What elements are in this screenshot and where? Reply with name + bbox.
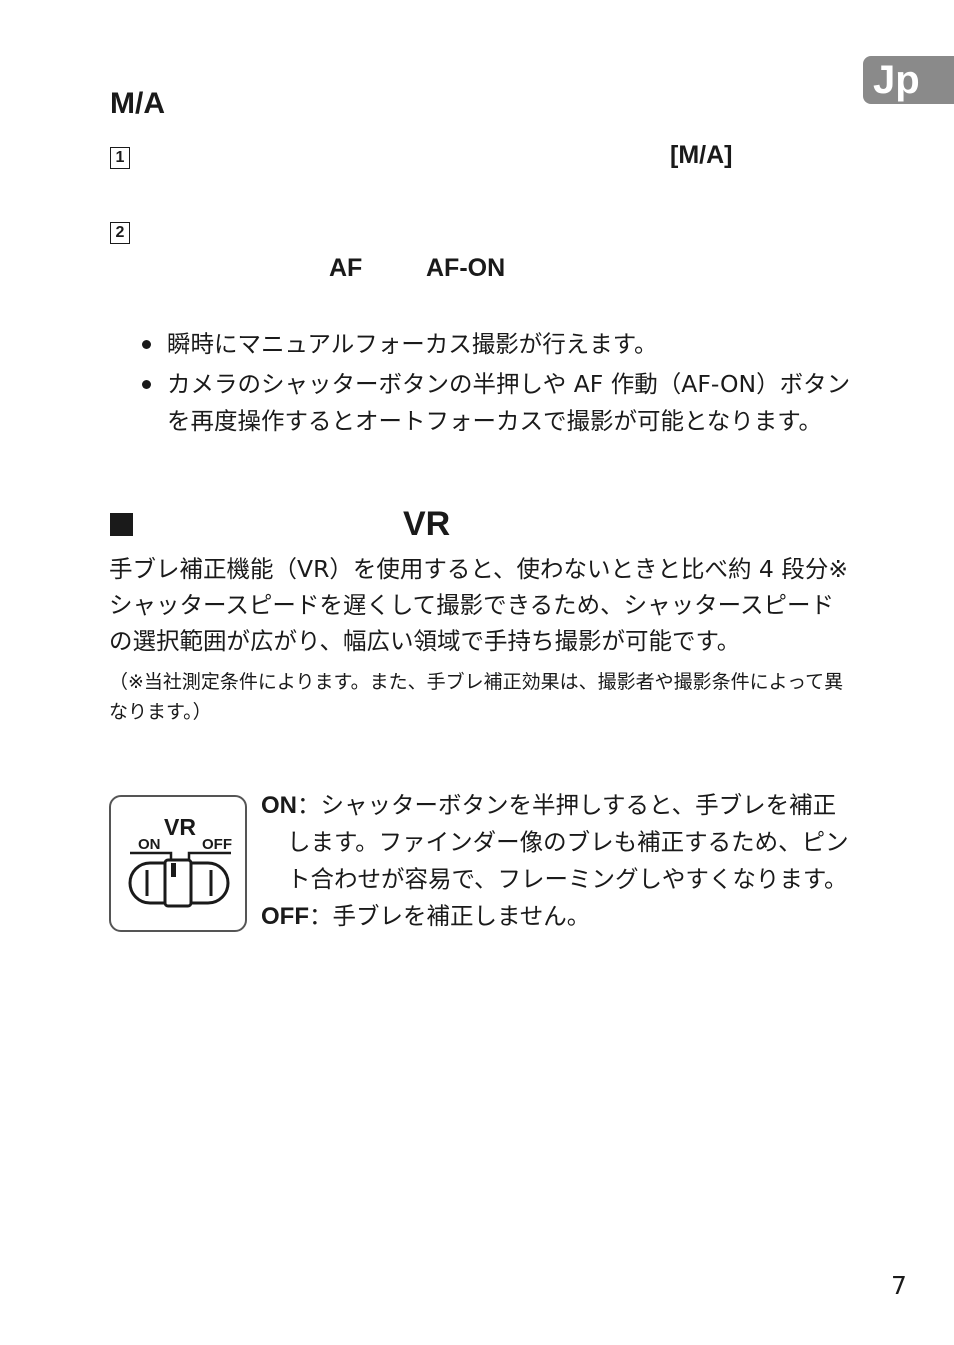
bullet-dot-icon [142, 380, 151, 389]
list-item: カメラのシャッターボタンの半押しや AF 作動（AF-ON）ボタンを再度操作する… [142, 366, 854, 440]
bullet-text: 瞬時にマニュアルフォーカス撮影が行えます。 [167, 330, 658, 358]
vr-description: 手ブレ補正機能（VR）を使用すると、使わないときと比べ約 4 段分※シャッタース… [109, 555, 849, 655]
step-2-number: 2 [110, 222, 130, 244]
vr-on-description: ON：シャッターボタンを半押しすると、手ブレを補正 [261, 787, 861, 824]
language-tab: Jp [863, 56, 954, 104]
step-1-number: 1 [110, 147, 130, 169]
on-desc-line-2: します。ファインダー像のブレも補正するため、ピン [287, 828, 849, 856]
switch-vr-label: VR [164, 814, 196, 840]
on-desc-line-3: ト合わせが容易で、フレーミングしやすくなります。 [287, 865, 848, 893]
vr-off-description: OFF：手ブレを補正しません。 [261, 898, 861, 935]
vr-footnote: （※当社測定条件によります。また、手ブレ補正効果は、撮影者や撮影条件によって異な… [109, 671, 844, 723]
step-1-ma-label: [M/A] [670, 141, 733, 169]
bullet-dot-icon [142, 340, 151, 349]
on-desc-line-1: ：シャッターボタンを半押しすると、手ブレを補正 [297, 791, 837, 819]
step-2-af-label: AF [329, 254, 363, 282]
bullet-text: カメラのシャッターボタンの半押しや AF 作動（AF-ON）ボタンを再度操作する… [167, 370, 851, 435]
switch-off-label: OFF [202, 836, 232, 853]
ma-section-title: M/A [110, 87, 165, 120]
off-desc-text: ：手ブレを補正しません。 [309, 902, 591, 930]
vr-switch-illustration: VR ON OFF [109, 795, 247, 932]
vr-section-title: VR [403, 505, 451, 543]
on-key-label: ON [261, 792, 297, 819]
vr-switch-icon: VR ON OFF [128, 814, 232, 908]
vr-switch-descriptions: ON：シャッターボタンを半押しすると、手ブレを補正 します。ファインダー像のブレ… [261, 787, 861, 935]
list-item: 瞬時にマニュアルフォーカス撮影が行えます。 [142, 326, 854, 363]
step-2-afon-label: AF-ON [426, 254, 506, 282]
off-key-label: OFF [261, 903, 309, 930]
black-square-icon [110, 513, 133, 536]
ma-bullet-list: 瞬時にマニュアルフォーカス撮影が行えます。 カメラのシャッターボタンの半押しや … [142, 326, 854, 443]
page-number: 7 [891, 1271, 907, 1300]
switch-on-label: ON [138, 836, 161, 853]
